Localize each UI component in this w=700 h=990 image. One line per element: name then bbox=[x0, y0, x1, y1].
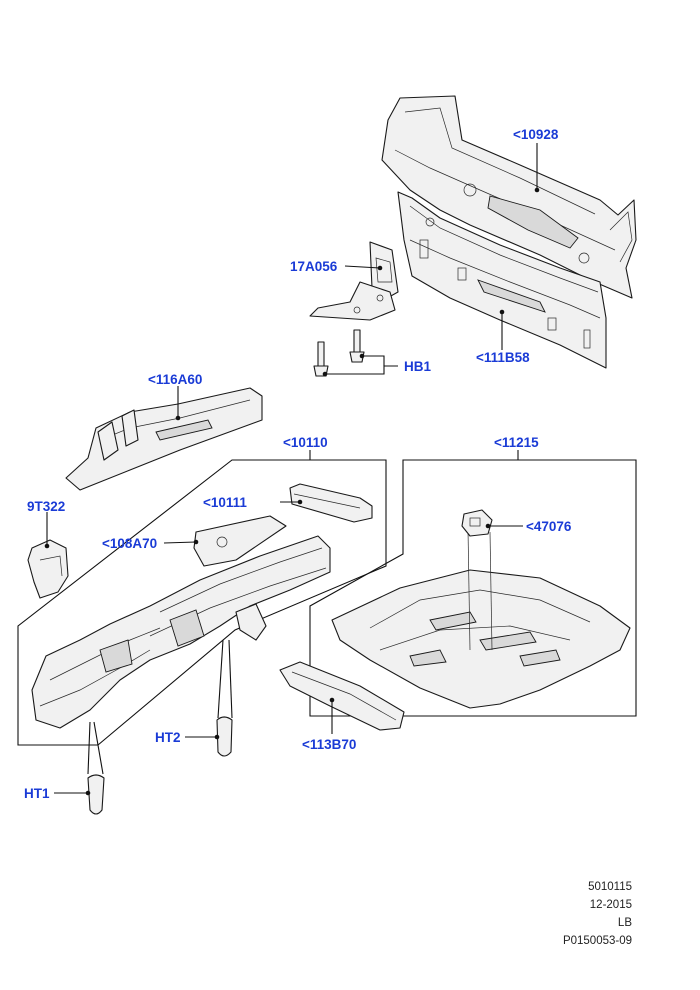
callout-ht2[interactable]: HT2 bbox=[155, 730, 181, 745]
part-116a60-rail[interactable] bbox=[65, 387, 263, 491]
footer-market-code: LB bbox=[617, 917, 632, 929]
part-11215-floor-pan[interactable] bbox=[331, 529, 631, 709]
callout-113b70[interactable]: <113B70 bbox=[302, 737, 356, 752]
leader-lines bbox=[44, 143, 540, 796]
callout-10928[interactable]: <10928 bbox=[513, 127, 559, 142]
part-9t322-bracket[interactable] bbox=[27, 539, 69, 599]
part-10928-rear-panel-upper[interactable] bbox=[381, 95, 637, 299]
part-47076-clip[interactable] bbox=[461, 509, 493, 537]
part-ht1-plug[interactable] bbox=[87, 721, 105, 815]
callout-9t322[interactable]: 9T322 bbox=[27, 499, 65, 514]
footer-illustration-id: P0150053-09 bbox=[562, 935, 632, 947]
part-17a056-bracket[interactable] bbox=[309, 241, 399, 321]
callout-10111[interactable]: <10111 bbox=[203, 495, 247, 510]
part-10110-longitudinal-member[interactable] bbox=[31, 535, 331, 729]
group-frame-10110 bbox=[17, 459, 387, 746]
callout-10110[interactable]: <10110 bbox=[283, 435, 328, 450]
callout-116a60[interactable]: <116A60 bbox=[148, 372, 202, 387]
part-111b58-rear-panel-lower[interactable] bbox=[397, 191, 607, 369]
part-ht2-plug[interactable] bbox=[216, 639, 233, 757]
callout-11215[interactable]: <11215 bbox=[494, 435, 539, 450]
callout-47076[interactable]: <47076 bbox=[526, 519, 572, 534]
part-hb1-bolts[interactable] bbox=[313, 329, 365, 377]
footer-part-number: 5010115 bbox=[588, 881, 632, 893]
part-10111-rail-section[interactable] bbox=[289, 483, 373, 523]
part-108a70-reinforcement[interactable] bbox=[193, 515, 287, 567]
part-113b70-cross-member[interactable] bbox=[279, 661, 405, 731]
group-frame-11215 bbox=[309, 459, 637, 717]
callout-108a70[interactable]: <108A70 bbox=[102, 536, 157, 551]
callout-17a056[interactable]: 17A056 bbox=[290, 259, 338, 274]
callout-hb1[interactable]: HB1 bbox=[404, 359, 431, 374]
footer-date: 12-2015 bbox=[589, 899, 632, 911]
callout-111b58[interactable]: <111B58 bbox=[476, 350, 530, 365]
callout-ht1[interactable]: HT1 bbox=[24, 786, 50, 801]
